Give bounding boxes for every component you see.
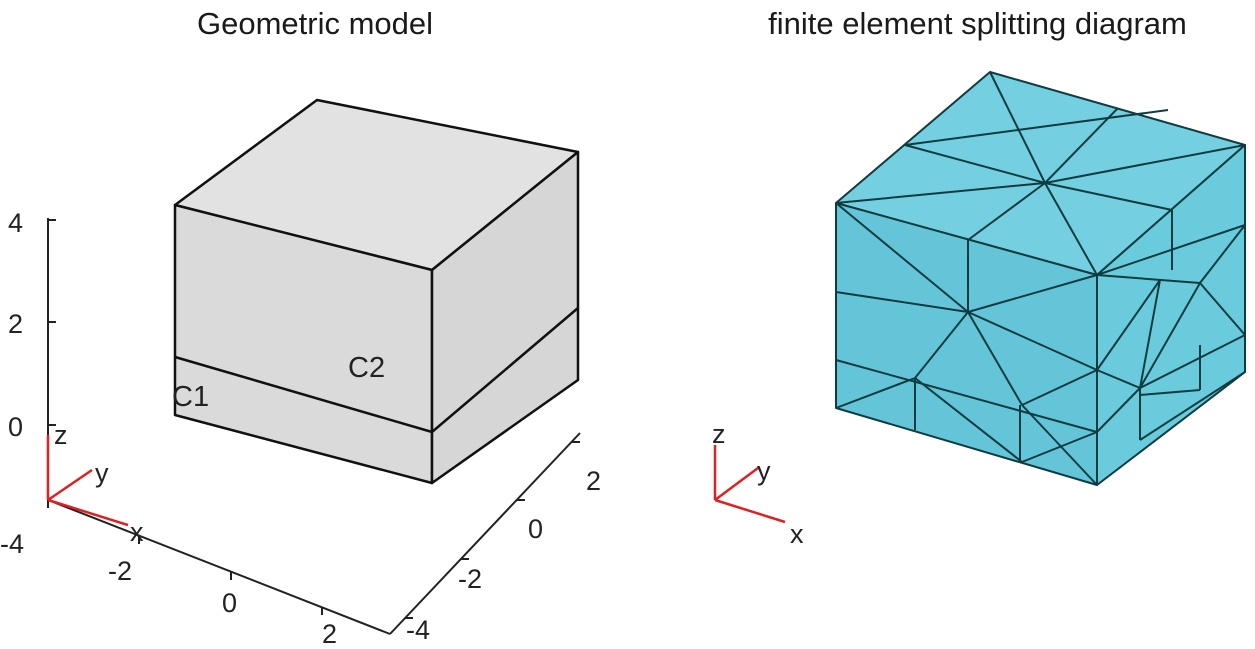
mesh-edge <box>1021 404 1098 486</box>
z-tick-label: 0 <box>8 412 23 442</box>
triad-x-line <box>714 498 786 524</box>
z-tick-label: 4 <box>8 208 23 238</box>
triad-y-line <box>47 468 93 502</box>
mesh-edge <box>1044 182 1098 276</box>
mesh-edge <box>835 202 969 313</box>
mesh-edge <box>1096 369 1141 389</box>
geometry-box <box>173 98 580 485</box>
y-tick-label: 0 <box>528 514 543 544</box>
mesh-edge <box>1096 274 1201 284</box>
geometric-model-title: Geometric model <box>196 6 434 41</box>
axes-box <box>47 218 581 635</box>
mesh-edge <box>1199 282 1246 336</box>
triad-y-line <box>714 466 759 502</box>
domain-label-c2: C2 <box>348 352 385 384</box>
triad-y-label: y <box>757 456 771 486</box>
triad-z-label: z <box>54 420 68 450</box>
triad-x-line <box>47 498 129 527</box>
y-axis-line <box>389 432 581 635</box>
mesh-edge <box>1139 389 1201 396</box>
mesh-edge <box>914 311 969 379</box>
axis-triad-right <box>713 445 786 524</box>
mesh-edge <box>835 377 916 409</box>
domain-label-c1: C1 <box>172 381 209 413</box>
mesh-edge <box>967 311 1023 406</box>
mesh-edge <box>1139 371 1246 441</box>
axis-triad-left <box>46 435 129 527</box>
mesh-edge <box>1139 279 1161 389</box>
mesh-edge <box>967 274 1098 313</box>
mesh-edge <box>914 377 1023 463</box>
x-axis-line <box>47 499 391 635</box>
mesh-edge <box>1139 334 1246 389</box>
mesh-edge <box>967 182 1046 241</box>
x-tick-label: -4 <box>0 529 24 559</box>
triad-y-label: y <box>95 458 109 488</box>
mesh-edge <box>835 291 969 313</box>
mesh-edge <box>1044 144 1246 184</box>
mesh-edge <box>967 311 1098 371</box>
y-tick-label: -2 <box>458 564 482 594</box>
x-tick-label: -2 <box>108 556 132 586</box>
layer-boundary <box>174 307 579 434</box>
mesh-edge <box>835 182 1046 204</box>
z-tick-label: 2 <box>8 309 23 339</box>
mesh-edge <box>835 359 1098 433</box>
mesh-edge <box>1139 282 1201 389</box>
mesh-edge <box>1044 182 1173 211</box>
mesh-edge <box>1021 369 1098 406</box>
x-tick-label: 2 <box>322 619 337 649</box>
x-tick-label: 0 <box>222 588 237 618</box>
y-tick-label: 2 <box>586 466 601 496</box>
triad-z-label: z <box>712 419 726 449</box>
mesh-elements <box>835 71 1246 486</box>
mesh-edge <box>1044 107 1119 184</box>
mesh-edge <box>904 109 1169 146</box>
triad-x-label: x <box>790 519 804 549</box>
mesh-box <box>835 71 1246 486</box>
triad-x-label: x <box>130 517 144 547</box>
mesh-edge <box>1096 279 1161 371</box>
y-tick-label: -4 <box>406 615 430 645</box>
mesh-edge <box>1199 224 1246 284</box>
mesh-diagram-title: finite element splitting diagram <box>768 6 1187 41</box>
mesh-edge <box>1021 431 1098 463</box>
mesh-edge <box>989 71 1046 184</box>
mesh-edge <box>904 144 1046 184</box>
mesh-edge <box>1096 387 1141 433</box>
